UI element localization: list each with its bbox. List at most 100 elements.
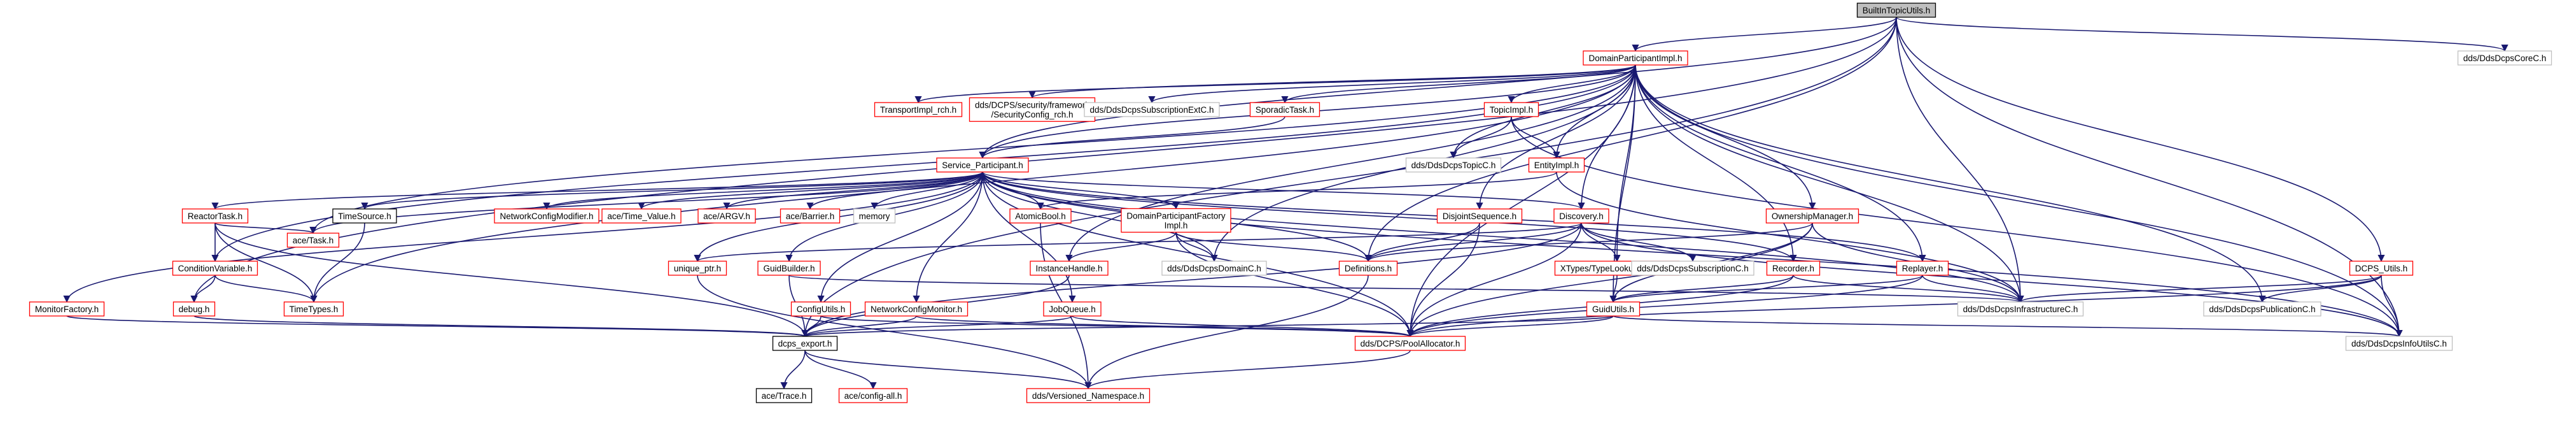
node-debug[interactable]: debug.h <box>172 301 216 317</box>
edge-ownership-to-definitions <box>1364 222 1813 262</box>
node-timetypes[interactable]: TimeTypes.h <box>283 301 344 317</box>
node-entityimpl[interactable]: EntityImpl.h <box>1528 157 1585 173</box>
edge-dcpsutils-to-pubC <box>2258 275 2382 303</box>
node-label: Service_Participant.h <box>942 161 1023 170</box>
node-versioned[interactable]: dds/Versioned_Namespace.h <box>1026 388 1151 403</box>
node-domainC[interactable]: dds/DdsDcpsDomainC.h <box>1161 261 1267 276</box>
node-netcfgmon[interactable]: NetworkConfigMonitor.h <box>864 301 969 317</box>
node-recorder[interactable]: Recorder.h <box>1766 261 1821 276</box>
edge-line <box>979 17 1897 159</box>
node-box <box>1249 102 1320 117</box>
node-jobqueue[interactable]: JobQueue.h <box>1043 301 1102 317</box>
edge-dpi-to-topicimpl <box>1508 64 1636 104</box>
edge-dpfimpl-to-poolalloc <box>1175 232 1414 338</box>
node-secfw[interactable]: dds/DCPS/security/framework/SecurityConf… <box>969 97 1096 122</box>
node-aceconfig[interactable]: ace/config-all.h <box>838 388 908 403</box>
node-replayer[interactable]: Replayer.h <box>1896 261 1949 276</box>
node-box <box>755 388 813 403</box>
edge-line <box>193 315 808 338</box>
node-definitions[interactable]: Definitions.h <box>1338 261 1398 276</box>
edge-dpi-to-sporadic <box>1281 64 1636 104</box>
node-argv[interactable]: ace/ARGV.h <box>697 208 756 224</box>
edge-line <box>309 64 1636 234</box>
edge-monfactory-to-dcpsexport <box>66 315 808 338</box>
node-label: MonitorFactory.h <box>35 305 99 314</box>
node-box <box>790 301 851 317</box>
node-label: memory <box>859 212 890 221</box>
node-acetask[interactable]: ace/Task.h <box>286 233 340 248</box>
node-topicC[interactable]: dds/DdsDcpsTopicC.h <box>1405 157 1502 173</box>
node-uniqueptr[interactable]: unique_ptr.h <box>668 261 727 276</box>
node-guidbuilder[interactable]: GuidBuilder.h <box>757 261 821 276</box>
node-sporadic[interactable]: SporadicTask.h <box>1249 102 1320 117</box>
node-box <box>780 208 841 224</box>
edge-svcp-to-configutils <box>817 171 983 303</box>
node-discovery[interactable]: Discovery.h <box>1553 208 1609 224</box>
node-infoutilsC[interactable]: dds/DdsDcpsInfoUtilsC.h <box>2345 336 2453 351</box>
node-coreC[interactable]: dds/DdsDcpsCoreC.h <box>2457 50 2552 66</box>
edge-line <box>982 171 1180 210</box>
edge-dpi-to-infraC <box>1635 64 2024 303</box>
node-box <box>1009 208 1072 224</box>
node-configutils[interactable]: ConfigUtils.h <box>790 301 851 317</box>
node-disjoint[interactable]: DisjointSequence.h <box>1436 208 1523 224</box>
node-insthandle[interactable]: InstanceHandle.h <box>1030 261 1109 276</box>
node-atomicbool[interactable]: AtomicBool.h <box>1009 208 1072 224</box>
node-box <box>2345 336 2453 351</box>
edge-dpi-to-trimpl <box>914 64 1636 104</box>
node-poolalloc[interactable]: dds/DCPS/PoolAllocator.h <box>1354 336 1466 351</box>
node-box <box>1084 102 1220 117</box>
edge-topicimpl-to-entityimpl <box>1511 116 1560 159</box>
edge-line <box>211 171 983 210</box>
edge-dpfimpl-to-insthandle <box>1065 232 1177 262</box>
node-infraC[interactable]: dds/DdsDcpsInfrastructureC.h <box>1957 301 2084 317</box>
node-root[interactable]: BuiltInTopicUtils.h <box>1856 3 1936 18</box>
node-dcpsutils[interactable]: DCPS_Utils.h <box>2349 261 2414 276</box>
node-monfactory[interactable]: MonitorFactory.h <box>29 301 105 317</box>
node-ownership[interactable]: OwnershipManager.h <box>1765 208 1859 224</box>
node-label: TopicImpl.h <box>1490 105 1533 115</box>
node-reactortask[interactable]: ReactorTask.h <box>181 208 249 224</box>
node-subC[interactable]: dds/DdsDcpsSubscriptionC.h <box>1631 261 1754 276</box>
edge-line <box>1084 275 1369 390</box>
node-label: NetworkConfigModifier.h <box>500 212 593 221</box>
edge-line <box>820 315 1414 338</box>
edge-line <box>1406 222 1813 338</box>
node-box <box>969 97 1096 122</box>
edge-discovery-to-uniqueptr <box>694 222 1582 262</box>
edge-svcp-to-netcfgmon <box>913 171 983 303</box>
node-svcp[interactable]: Service_Participant.h <box>936 157 1029 173</box>
node-timevalue[interactable]: ace/Time_Value.h <box>601 208 682 224</box>
node-timesource[interactable]: TimeSource.h <box>332 208 397 224</box>
node-subext[interactable]: dds/DdsDcpsSubscriptionExtC.h <box>1084 102 1220 117</box>
node-label: dds/DdsDcpsPublicationC.h <box>2209 305 2315 314</box>
edge-dcpsutils-to-poolalloc <box>1406 275 2382 338</box>
node-acetrace[interactable]: ace/Trace.h <box>755 388 813 403</box>
node-dcpsexport[interactable]: dcps_export.h <box>772 336 838 351</box>
node-barrier[interactable]: ace/Barrier.h <box>780 208 841 224</box>
edge-condvar-to-debug <box>190 275 216 303</box>
node-box <box>29 301 105 317</box>
edge-line <box>788 275 2024 303</box>
node-condvar[interactable]: ConditionVariable.h <box>172 261 258 276</box>
edge-line <box>802 315 1614 338</box>
node-pubC[interactable]: dds/DdsDcpsPublicationC.h <box>2203 301 2321 317</box>
node-label: ReactorTask.h <box>188 212 242 221</box>
node-netcfgmod[interactable]: NetworkConfigModifier.h <box>494 208 599 224</box>
edge-sporadic-to-svcp <box>979 116 1285 159</box>
node-box <box>1631 261 1754 276</box>
node-dpi[interactable]: DomainParticipantImpl.h <box>1583 50 1688 66</box>
node-box <box>2203 301 2321 317</box>
node-label: OwnershipManager.h <box>1772 212 1853 221</box>
node-box <box>1583 50 1688 66</box>
edge-dpi-to-ownership <box>1635 64 1816 210</box>
node-label: InstanceHandle.h <box>1035 264 1102 273</box>
node-trimpl[interactable]: TransportImpl_rch.h <box>874 102 963 117</box>
edge-svcp-to-poolalloc <box>982 171 1414 338</box>
node-label: DomainParticipantFactory <box>1126 212 1226 221</box>
node-memory[interactable]: memory <box>853 208 896 224</box>
node-guidutils[interactable]: GuidUtils.h <box>1586 301 1641 317</box>
node-topicimpl[interactable]: TopicImpl.h <box>1483 102 1539 117</box>
